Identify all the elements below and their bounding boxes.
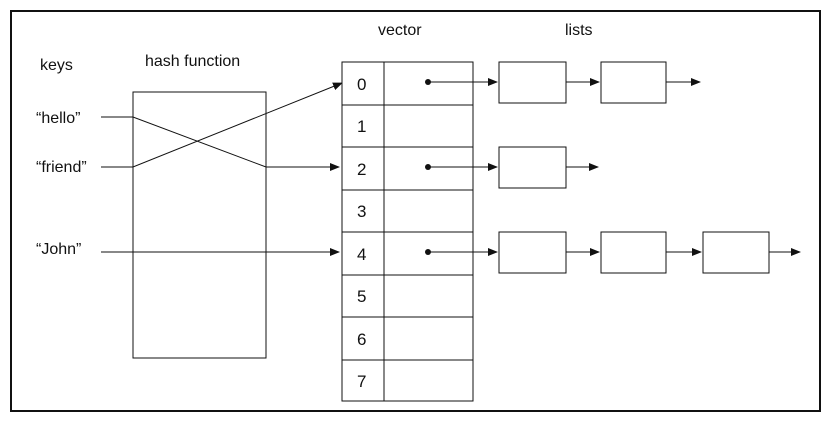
lists-heading: lists: [565, 22, 593, 39]
vector-pointer-cell: [383, 316, 474, 361]
vector-slot: 7: [341, 359, 474, 402]
vector-index-label: 7: [357, 372, 366, 391]
list-node: [600, 231, 667, 274]
vector-heading: vector: [378, 22, 422, 39]
vector-index-label: 4: [357, 245, 366, 264]
list-node: [498, 231, 567, 274]
vector-pointer-cell: [383, 359, 474, 402]
list-node: [702, 231, 770, 274]
keys-heading: keys: [40, 57, 73, 74]
vector-slot: 5: [341, 274, 474, 318]
vector-index-cell: [341, 61, 385, 106]
vector-slot: 6: [341, 316, 474, 361]
vector-index-label: 5: [357, 287, 366, 306]
vector-slot: 2: [341, 146, 474, 191]
vector-index-cell: [341, 231, 385, 276]
mapping-line-friend-to-0: [101, 82, 343, 168]
vector-index-label: 6: [357, 330, 366, 349]
list-node: [600, 61, 667, 104]
vector-index-cell: [341, 359, 385, 402]
key-label-friend: “friend”: [36, 159, 87, 176]
linked-list-slot-0: [425, 61, 701, 104]
vector-pointer-cell: [383, 104, 474, 148]
list-node: [498, 61, 567, 104]
key-label-john: “John”: [36, 241, 81, 258]
vector-slots: 0 1 2 3 4 5 6: [341, 61, 474, 402]
key-label-hello: “hello”: [36, 110, 80, 127]
list-node: [498, 146, 567, 189]
hash-function-heading: hash function: [145, 53, 240, 70]
vector-index-label: 2: [357, 160, 366, 179]
mapping-line-hello-to-2: [101, 116, 340, 171]
vector-slot: 3: [341, 189, 474, 233]
vector-pointer-cell: [383, 274, 474, 318]
vector-index-label: 0: [357, 75, 366, 94]
linked-list-slot-4: [425, 231, 801, 274]
vector-slot: 1: [341, 104, 474, 148]
vector-pointer-cell: [383, 189, 474, 233]
vector-slot: 4: [341, 231, 474, 276]
vector-slot: 0: [341, 61, 474, 106]
hash-function-box: [132, 91, 267, 359]
linked-list-slot-2: [425, 146, 599, 189]
vector-index-cell: [341, 274, 385, 318]
vector-index-label: 3: [357, 202, 366, 221]
vector-index-label: 1: [357, 117, 366, 136]
